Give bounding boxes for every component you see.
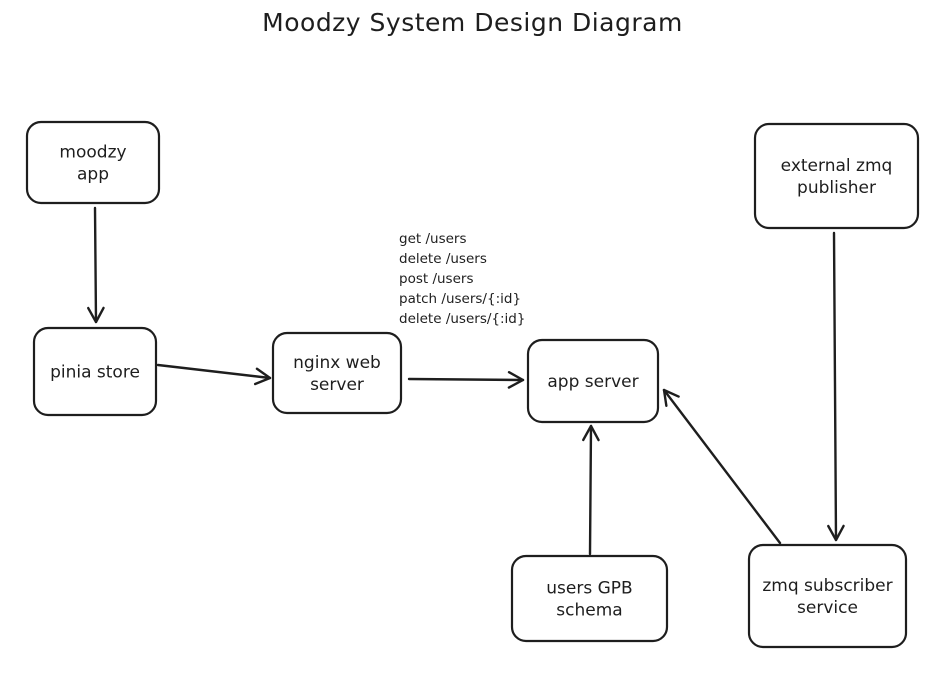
arrow-head	[507, 371, 525, 389]
arrow-shaft	[93, 206, 98, 324]
arrow-zmq-subscriber-service-to-app-server	[662, 388, 782, 545]
node-box	[510, 554, 669, 643]
node-label: external zmq	[781, 156, 893, 176]
endpoint-line: get /users	[399, 231, 467, 247]
node-label: schema	[556, 601, 622, 621]
arrow-external-zmq-publisher-to-zmq-subscriber-service	[827, 231, 845, 542]
arrow-nginx-web-server-to-app-server	[407, 371, 525, 389]
node-label: publisher	[797, 178, 876, 198]
node-label: app	[77, 165, 109, 185]
node-label: service	[797, 598, 858, 618]
arrow-moodzy-app-to-pinia-store	[87, 206, 105, 324]
node-label: users GPB	[546, 579, 632, 599]
endpoint-line: patch /users/{:id}	[399, 291, 521, 307]
arrow-pinia-store-to-nginx-web-server	[156, 363, 272, 386]
arrow-head	[87, 306, 105, 324]
arrow-users-gpb-schema-to-app-server	[582, 424, 600, 556]
arrow-head	[827, 524, 845, 542]
node-label: zmq subscriber	[762, 576, 892, 596]
node-box	[747, 543, 908, 649]
node-pinia-store: pinia store	[32, 326, 158, 417]
arrow-head	[253, 367, 272, 386]
endpoint-line: post /users	[399, 271, 473, 287]
node-box	[271, 331, 403, 415]
node-box	[32, 326, 158, 417]
arrow-shaft	[407, 377, 525, 382]
node-box	[526, 338, 660, 424]
diagram-title: Moodzy System Design Diagram	[262, 8, 683, 37]
node-box	[25, 120, 161, 205]
endpoint-line: delete /users	[399, 251, 487, 267]
node-label: nginx web	[293, 353, 381, 373]
node-label: server	[310, 375, 364, 395]
arrow-shaft	[662, 388, 782, 545]
arrow-shaft	[588, 424, 593, 556]
arrow-head	[582, 424, 600, 442]
edges-layer	[87, 206, 845, 556]
arrow-head	[662, 388, 680, 408]
node-label: moodzy	[59, 143, 126, 163]
arrow-shaft	[832, 231, 838, 542]
node-box	[753, 122, 920, 230]
node-label: pinia store	[50, 363, 140, 383]
node-label: app server	[547, 372, 638, 392]
endpoint-line: delete /users/{:id}	[399, 311, 525, 327]
arrow-shaft	[156, 363, 272, 380]
node-app-server: app server	[526, 338, 660, 424]
endpoints-note: get /users delete /users post /users patch …	[399, 231, 525, 327]
